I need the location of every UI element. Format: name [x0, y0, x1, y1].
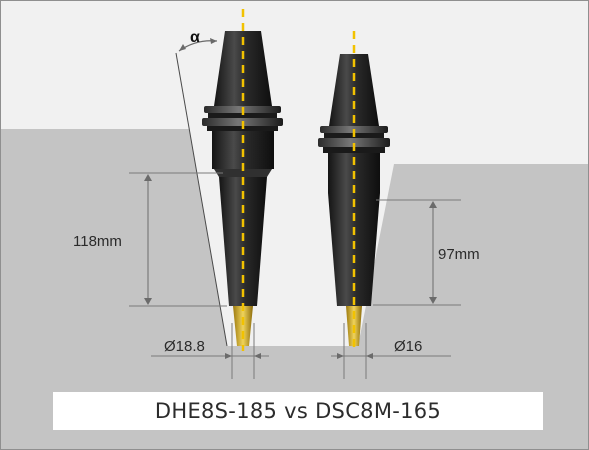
- taper-reference-line: [175, 52, 228, 347]
- right-length-dimension: 97mm: [373, 199, 480, 306]
- left-length-label: 118mm: [73, 233, 122, 250]
- left-length-dimension: 118mm: [73, 172, 227, 307]
- angle-arrow-icon: [210, 38, 217, 44]
- left-tool-tip: [233, 306, 253, 346]
- right-diameter-dimension: Ø16: [331, 323, 451, 379]
- left-diameter-label: Ø18.8: [164, 338, 205, 355]
- right-length-label: 97mm: [438, 246, 480, 263]
- right-diameter-label: Ø16: [394, 338, 422, 355]
- angle-arrow-icon: [179, 44, 186, 51]
- angle-label: α: [190, 29, 200, 46]
- comparison-title: DHE8S-185 vs DSC8M-165: [53, 392, 543, 430]
- left-diameter-dimension: Ø18.8: [151, 323, 269, 379]
